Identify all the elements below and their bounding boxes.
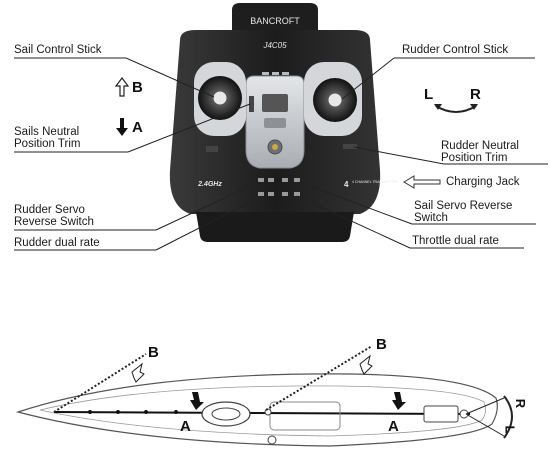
- transmitter: BANCROFT J4C05 2.4GHz 4 4 CHANNEL TRANSM…: [169, 3, 398, 242]
- arrow-down-solid-icon: [116, 118, 128, 136]
- rudder-swing-arc-icon: [503, 395, 513, 439]
- sail-winch: [201, 401, 251, 427]
- center-display: [262, 94, 288, 112]
- switch-8[interactable]: [294, 192, 300, 196]
- label-charging-jack: Charging Jack: [446, 176, 520, 188]
- label-throttle-dual-rate: Throttle dual rate: [412, 235, 499, 247]
- sail-winch-drum: [211, 407, 241, 421]
- label-rudder-neutral-trim-1: Rudder Neutral: [441, 140, 519, 152]
- antenna-base: [232, 3, 318, 34]
- indicator-led-3: [282, 72, 289, 75]
- sail-a-arrow-1-icon: [190, 392, 204, 410]
- rudder-right-arrowhead-icon: [470, 104, 478, 110]
- sail-line-b-2: [265, 345, 373, 411]
- boom-dot: [174, 410, 178, 414]
- switch-7[interactable]: [282, 192, 288, 196]
- channels-badge: 4 CHANNEL TRANSMITTER: [352, 180, 398, 184]
- label-sail-control-stick: Sail Control Stick: [14, 44, 102, 56]
- arrow-up-hollow-icon: [114, 77, 130, 97]
- label-sail-servo-reverse-1: Sail Servo Reverse: [414, 200, 513, 212]
- rudder-trim-lever[interactable]: [343, 144, 357, 149]
- rudder-post: [459, 409, 469, 419]
- left-trim-lever[interactable]: [206, 146, 218, 152]
- leader-rudder-stick: [341, 57, 395, 100]
- label-rudder-servo-reverse-1: Rudder Servo: [14, 204, 85, 216]
- switch-2[interactable]: [268, 178, 274, 182]
- rudder-lr-curve-arrow-icon: [435, 105, 477, 113]
- model-name: J4C05: [262, 41, 287, 50]
- transmitter-grip: [196, 212, 354, 242]
- sail-b-arrow-1-icon: [131, 362, 145, 383]
- leader-sail-stick: [125, 57, 215, 98]
- leader-sails-trim: [127, 103, 251, 153]
- leader-sail-servo: [298, 181, 413, 225]
- direction-a-boat-2: A: [388, 418, 399, 435]
- center-slot: [264, 118, 286, 128]
- direction-b-boat-2: B: [376, 336, 387, 353]
- brand-name: BANCROFT: [250, 16, 300, 26]
- switch-1[interactable]: [258, 178, 264, 182]
- boom-dot: [88, 410, 92, 414]
- direction-b-boat-1: B: [148, 344, 159, 361]
- rudder-control-stick-knob[interactable]: [327, 92, 343, 108]
- channels-badge-number: 4: [344, 180, 349, 189]
- indicator-led-2: [272, 72, 279, 75]
- boat-hull: [15, 373, 498, 447]
- switch-5[interactable]: [258, 192, 264, 196]
- rudder-swing-left: [465, 413, 505, 437]
- band-badge: 2.4GHz: [197, 181, 222, 188]
- direction-l-boat: L: [502, 425, 518, 434]
- boom-dot: [144, 410, 148, 414]
- direction-b-upper: B: [132, 79, 143, 96]
- deck-hatch: [269, 401, 341, 431]
- direction-a-boat-1: A: [180, 418, 191, 435]
- switch-6[interactable]: [268, 192, 274, 196]
- switch-4[interactable]: [294, 178, 300, 182]
- direction-r-boat: R: [513, 398, 529, 409]
- boom-line: [53, 411, 471, 415]
- indicator-led-1: [262, 72, 269, 75]
- direction-a-upper: A: [132, 119, 143, 136]
- leader-rudder-dual: [155, 195, 263, 251]
- label-sails-neutral-trim-1: Sails Neutral: [14, 126, 80, 138]
- sail-control-stick-knob[interactable]: [212, 90, 228, 106]
- keel-knob: [267, 435, 277, 445]
- callout-lines: [14, 57, 548, 251]
- sail-b-arrow-2-icon: [359, 354, 373, 375]
- sail-a-arrow-2-icon: [392, 392, 406, 410]
- label-rudder-dual-rate: Rudder dual rate: [14, 237, 100, 249]
- label-rudder-servo-reverse-2: Reverse Switch: [14, 216, 94, 228]
- label-sails-neutral-trim-2: Position Trim: [14, 138, 81, 150]
- boom-dot: [116, 410, 120, 414]
- label-rudder-neutral-trim-2: Position Trim: [441, 152, 508, 164]
- label-sail-servo-reverse-2: Switch: [414, 212, 448, 224]
- leader-rudder-trim: [353, 146, 445, 165]
- boat-deck-line: [39, 385, 486, 437]
- boat-diagram: [15, 345, 513, 447]
- direction-l-upper: L: [424, 86, 434, 103]
- leader-throttle-dual: [296, 195, 411, 249]
- label-rudder-control-stick: Rudder Control Stick: [402, 44, 509, 56]
- sails-trim-lever[interactable]: [249, 96, 254, 112]
- leader-rudder-servo: [155, 181, 260, 231]
- direction-r-upper: R: [470, 86, 481, 103]
- switch-3[interactable]: [282, 178, 288, 182]
- power-led: [272, 144, 278, 150]
- rudder-swing-right: [465, 397, 505, 415]
- charging-jack-arrow-icon: [403, 175, 441, 189]
- rudder-servo: [423, 405, 459, 423]
- rudder-left-arrowhead-icon: [434, 104, 442, 110]
